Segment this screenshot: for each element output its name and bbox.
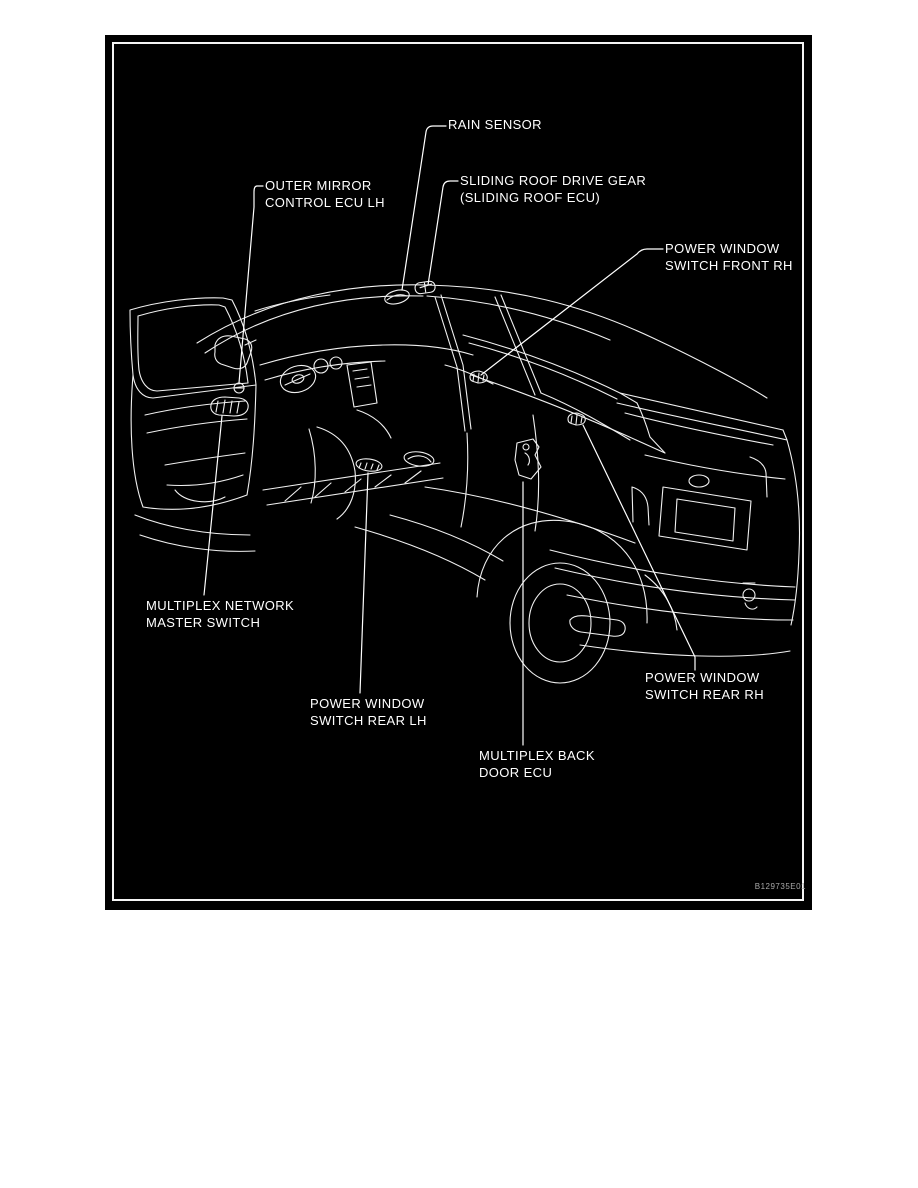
figure-border: [112, 42, 804, 901]
leader-power-window-switch-rear-rh: [583, 425, 695, 670]
callout-label-line: RAIN SENSOR: [448, 117, 542, 132]
callout-label-line: SWITCH REAR RH: [645, 687, 764, 702]
sliding-roof-drive-gear-part: [414, 281, 435, 295]
rear-wheel: [477, 520, 677, 683]
power-window-switch-front-rh-part: [470, 371, 487, 383]
callout-label-line: CONTROL ECU LH: [265, 195, 385, 210]
rear-end: [550, 393, 800, 656]
leader-outer-mirror-control-ecu-lh: [239, 186, 263, 383]
callout-outer-mirror-control-ecu-lh: OUTER MIRROR CONTROL ECU LH: [265, 177, 385, 211]
callout-label-line: DOOR ECU: [479, 765, 553, 780]
callout-label-line: OUTER MIRROR: [265, 178, 372, 193]
leader-multiplex-network-master-switch: [204, 416, 222, 595]
callout-label-line: POWER WINDOW: [310, 696, 425, 711]
car-roof: [197, 285, 767, 398]
callout-label-line: (SLIDING ROOF ECU): [460, 190, 601, 205]
callout-label-line: SWITCH FRONT RH: [665, 258, 793, 273]
leader-lines: [204, 126, 695, 745]
leader-power-window-switch-rear-lh: [360, 473, 368, 693]
callout-label-line: MULTIPLEX BACK: [479, 748, 595, 763]
power-window-switch-rear-rh-part: [568, 413, 585, 425]
multiplex-back-door-ecu-part: [515, 439, 541, 479]
callout-multiplex-network-master-switch: MULTIPLEX NETWORK MASTER SWITCH: [146, 597, 294, 631]
leader-sliding-roof-drive-gear: [428, 181, 458, 285]
figure-panel: RAIN SENSOR OUTER MIRROR CONTROL ECU LH …: [105, 35, 812, 910]
body-side: [135, 335, 665, 580]
vehicle-illustration: [105, 35, 812, 910]
callout-label-line: SLIDING ROOF DRIVE GEAR: [460, 173, 647, 188]
multiplex-master-switch-part: [211, 397, 248, 416]
callout-rain-sensor: RAIN SENSOR: [448, 116, 542, 133]
figure-code: B129735E01: [754, 882, 806, 891]
leader-rain-sensor: [402, 126, 446, 290]
rain-sensor-part: [383, 288, 410, 307]
cabin-interior: [255, 295, 541, 519]
callout-label-line: MASTER SWITCH: [146, 615, 261, 630]
power-window-switch-rear-lh-part: [355, 457, 382, 473]
callout-label-line: POWER WINDOW: [665, 241, 780, 256]
callout-power-window-switch-rear-rh: POWER WINDOW SWITCH REAR RH: [645, 669, 764, 703]
callout-label-line: POWER WINDOW: [645, 670, 760, 685]
callout-sliding-roof-drive-gear: SLIDING ROOF DRIVE GEAR (SLIDING ROOF EC…: [460, 172, 646, 206]
callout-power-window-switch-rear-lh: POWER WINDOW SWITCH REAR LH: [310, 695, 427, 729]
callout-label-line: MULTIPLEX NETWORK: [146, 598, 295, 613]
callout-multiplex-back-door-ecu: MULTIPLEX BACK DOOR ECU: [479, 747, 595, 781]
callout-power-window-switch-front-rh: POWER WINDOW SWITCH FRONT RH: [665, 240, 793, 274]
callout-label-line: SWITCH REAR LH: [310, 713, 427, 728]
open-front-door: [130, 298, 256, 510]
outer-mirror-control-ecu-part: [234, 383, 244, 393]
leader-power-window-switch-front-rh: [481, 249, 663, 375]
